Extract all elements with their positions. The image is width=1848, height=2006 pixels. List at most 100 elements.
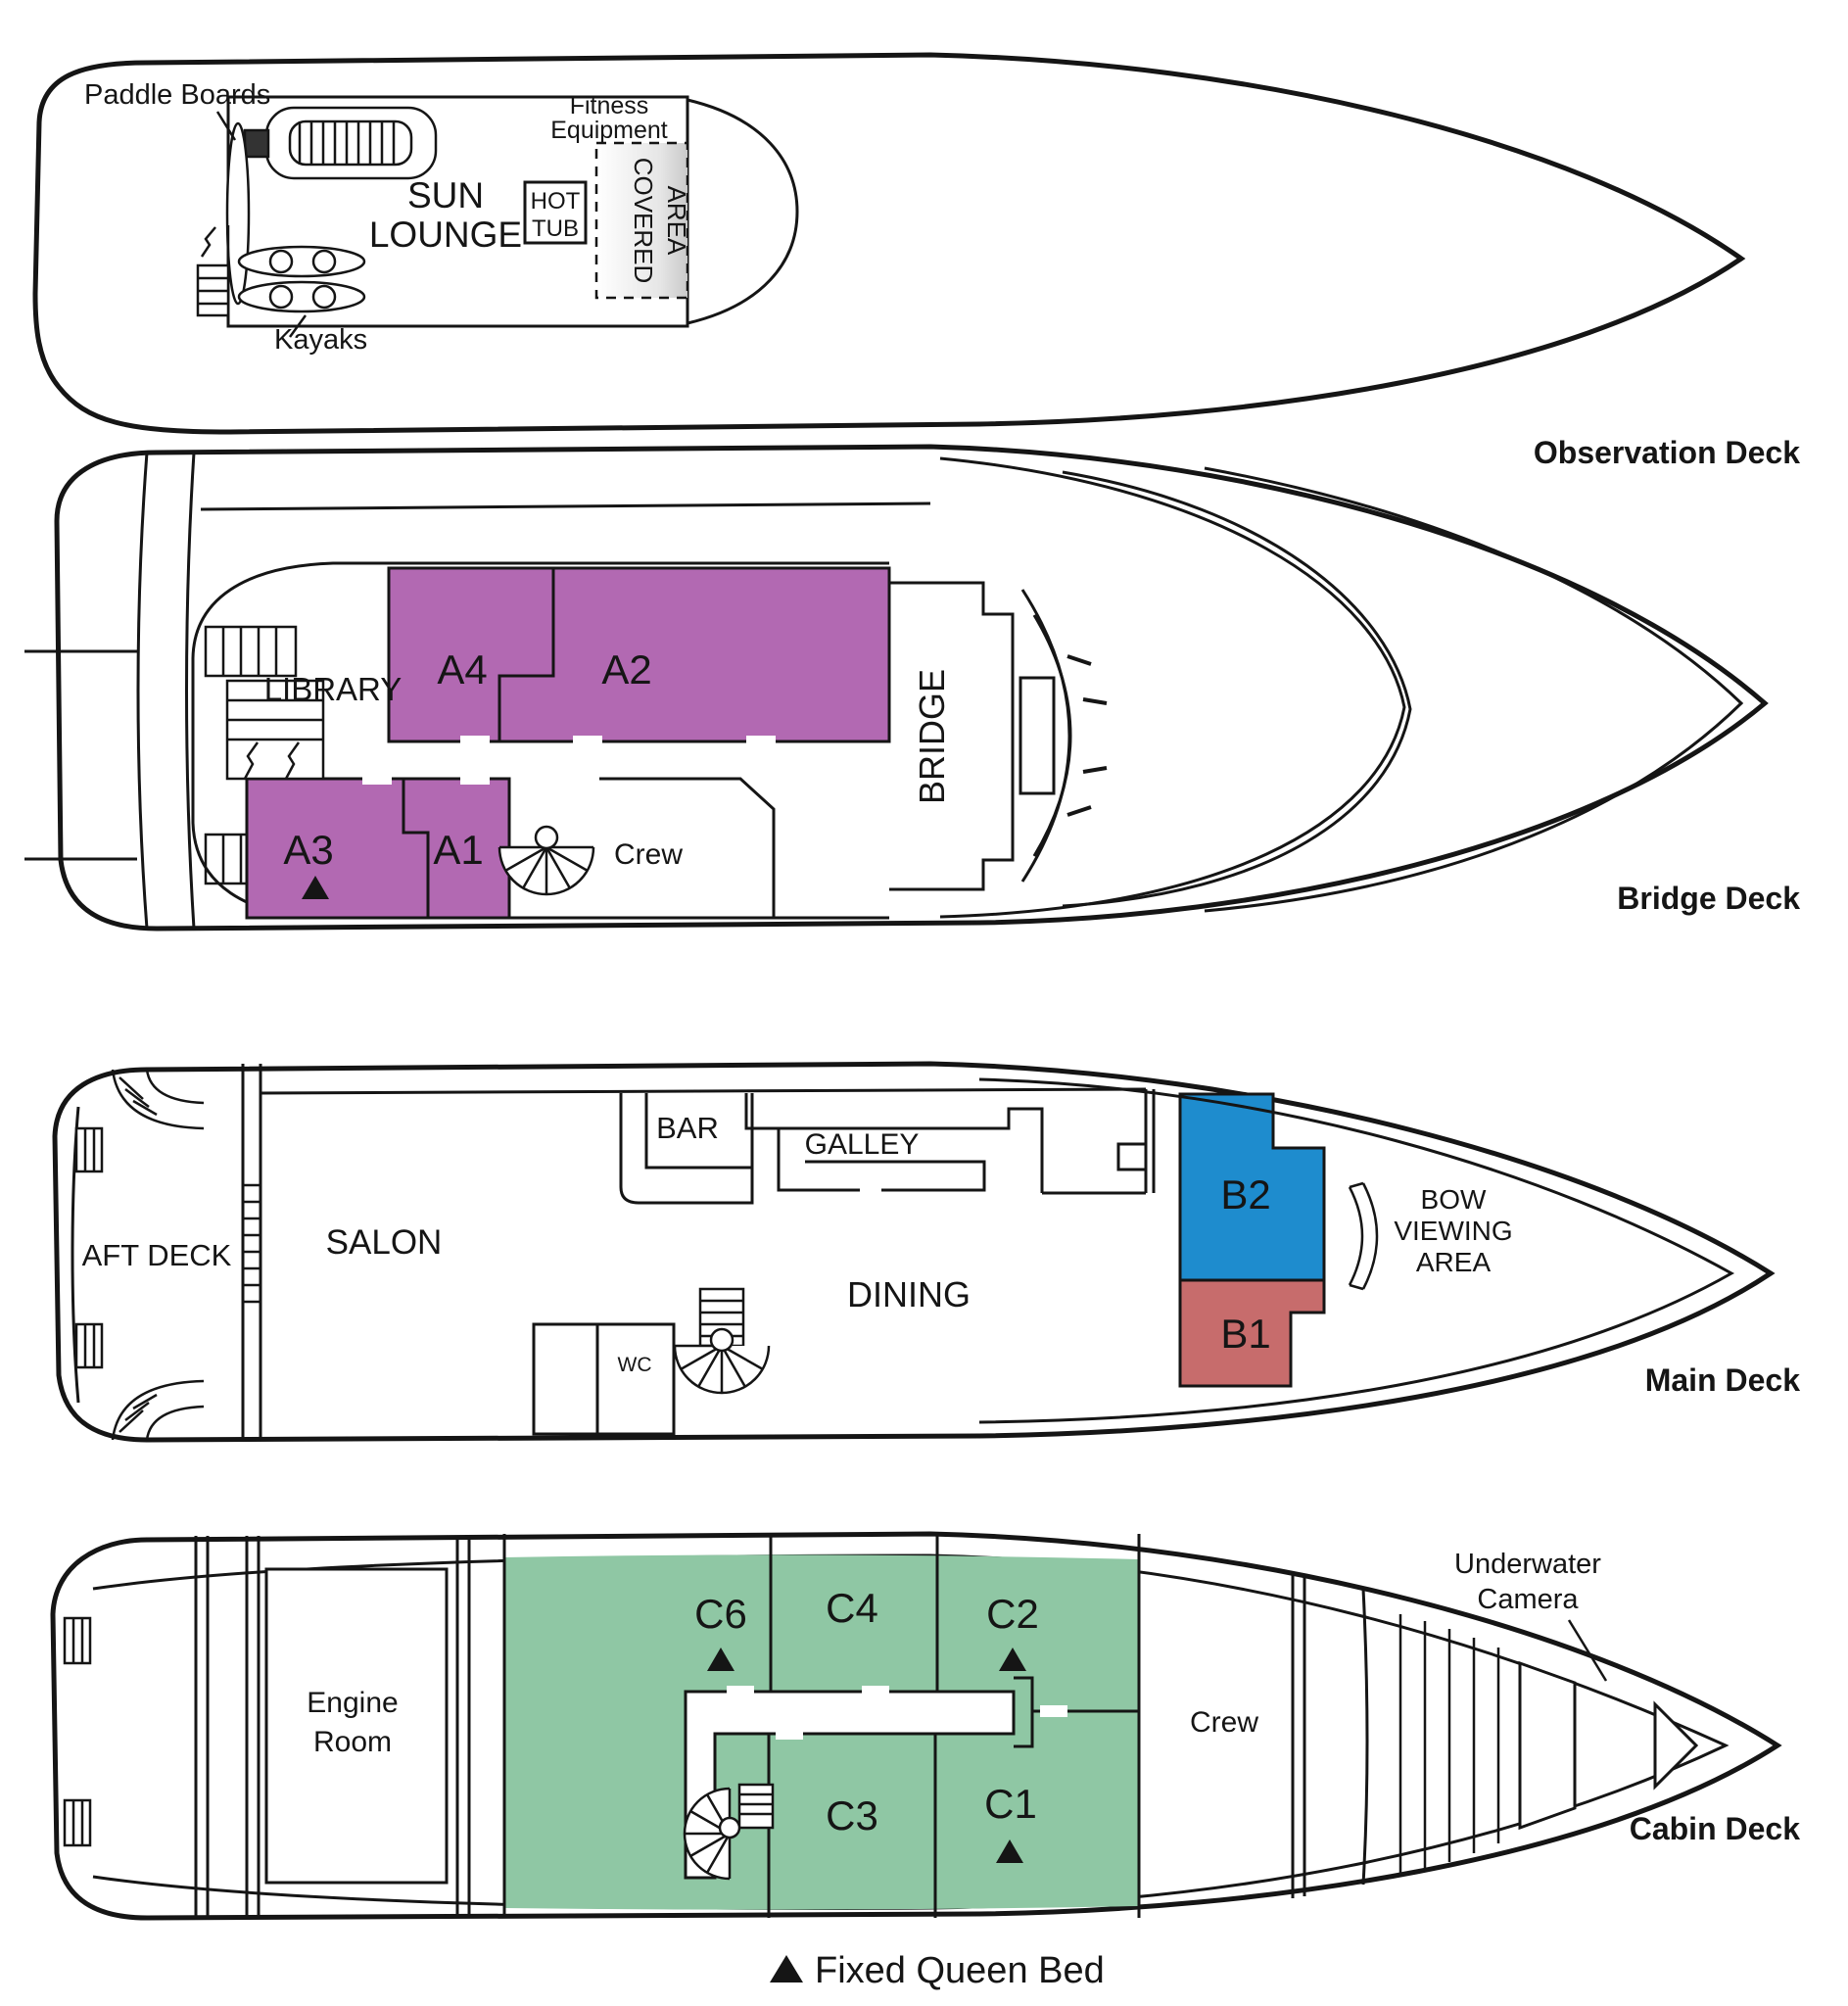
fixed-queen-bed-marker [996, 1839, 1023, 1863]
fixed-queen-bed-marker [302, 876, 329, 899]
stern-ladder-top-icon [204, 625, 298, 678]
legend-label: Fixed Queen Bed [815, 1950, 1105, 1991]
bow-viewing-label-3: AREA [1416, 1247, 1492, 1277]
corridor [684, 1690, 1016, 1880]
bulwark-line [200, 502, 931, 511]
galley-counters [744, 1089, 1156, 1195]
spiral-staircase-icon [498, 825, 595, 896]
engine-room-label-2: Room [313, 1726, 392, 1758]
bow-box [1518, 1660, 1577, 1831]
bridge-label: BRIDGE [912, 669, 952, 804]
fitness-label-1: Fitness [570, 92, 649, 119]
bridge-deck-name: Bridge Deck [1617, 881, 1800, 916]
kayaks-icon [237, 245, 366, 313]
cabin-b1-room [1178, 1278, 1326, 1388]
cabin-b1-label: B1 [1220, 1311, 1270, 1357]
cabin-c1-label: C1 [984, 1781, 1037, 1827]
stairs-icon [698, 1287, 745, 1348]
bow-hatch-band [1348, 1181, 1379, 1291]
main-deck: AFT DECK SALON BAR GALLEY DINING WC B2 B… [52, 1061, 1800, 1443]
cabin-a3-label: A3 [283, 827, 333, 873]
cabin-a1-room [402, 777, 511, 920]
fixed-queen-bed-marker [999, 1648, 1026, 1671]
library-label: LIBRARY [264, 671, 403, 707]
aft-bench-bottom [111, 1379, 205, 1441]
bridge-deck: LIBRARY A4 A2 A3 A1 Crew BRIDGE Bridge D… [24, 444, 1800, 931]
fwd-wall-curve [1361, 1588, 1369, 1886]
sun-lounge-label-2: LOUNGE [369, 215, 522, 255]
wc-label: WC [618, 1354, 652, 1376]
cabin-a2-label: A2 [601, 646, 651, 693]
sun-lounge-label-1: SUN [407, 175, 484, 215]
observation-deck-hull [32, 52, 1746, 435]
stern-ladder-bottom-icon [74, 1322, 104, 1369]
crew-label: Crew [614, 838, 683, 871]
fixed-queen-bed-marker [770, 1955, 803, 1982]
cabin-deck-name: Cabin Deck [1630, 1811, 1800, 1846]
fixed-queen-bed-markers [707, 1648, 1026, 1863]
cabin-c6-label: C6 [694, 1591, 747, 1637]
door-gaps [362, 736, 776, 785]
stairs-icon [243, 1183, 261, 1304]
bow-inner-line [1204, 466, 1744, 913]
crew-room-outline [599, 777, 776, 918]
door-gaps [727, 1686, 1067, 1740]
underwater-camera-label-2: Camera [1477, 1584, 1579, 1615]
observation-deck: HOT TUB Paddle Boards Kayaks Fitness Equ… [32, 52, 1800, 470]
cabin-c3-label: C3 [826, 1792, 878, 1839]
stern-ladder-top-icon [63, 1616, 92, 1665]
cabin-a3-room [245, 777, 430, 920]
stairs-icon [737, 1783, 775, 1830]
helm-console [1019, 676, 1056, 795]
bow-tip-triangle [1653, 1700, 1699, 1791]
wc-room [532, 1322, 676, 1436]
cabin-a4-label: A4 [437, 646, 487, 693]
hot-tub-label-2: TUB [532, 215, 579, 242]
foredeck-arc-inner [1062, 470, 1412, 908]
cabin-a1-label: A1 [433, 827, 483, 873]
fixed-queen-bed-marker [707, 1648, 734, 1671]
windshield-mullions [1066, 654, 1108, 817]
covered-area-label-2: AREA [662, 186, 691, 256]
bow-viewing-label-1: BOW [1421, 1184, 1487, 1215]
stern-ladder-bottom-icon [63, 1798, 92, 1847]
engine-room-label-1: Engine [307, 1687, 398, 1719]
paddle-boards-pointer [215, 111, 237, 141]
chain-locker-bars [1398, 1614, 1500, 1877]
kayaks-pointer [288, 314, 308, 338]
paddle-board-icon [225, 121, 251, 306]
stairs-icon [196, 225, 230, 317]
stern-platform-line-2 [185, 452, 196, 930]
bridge-deck-hull [54, 444, 1769, 931]
cabin-deck-hull [50, 1531, 1782, 1921]
paddle-boards-label: Paddle Boards [84, 79, 270, 111]
covered-area-label-1: COVERED [629, 158, 658, 284]
salon-label: SALON [326, 1223, 443, 1262]
galley-label: GALLEY [805, 1128, 920, 1161]
bridge-room-outline [889, 581, 1015, 891]
stern-platform-line-1 [136, 452, 149, 930]
spiral-staircase-icon [683, 1787, 741, 1881]
main-deck-hull [52, 1061, 1776, 1443]
outboard-motor-icon [243, 128, 270, 159]
bar-label: BAR [656, 1111, 719, 1145]
spiral-staircase-icon [673, 1327, 771, 1395]
covered-area [594, 141, 689, 300]
aft-bench-top [111, 1069, 205, 1130]
stairs-icon [225, 679, 325, 781]
windshield-inner-arc [1032, 614, 1072, 857]
engine-room [264, 1567, 449, 1885]
cabin-deck: Engine Room C6 C4 C2 C3 C1 Crew Underwat… [50, 1531, 1800, 1921]
stern-ladder-top-icon [74, 1126, 104, 1173]
crew-label: Crew [1190, 1706, 1258, 1739]
observation-deck-name: Observation Deck [1534, 435, 1800, 470]
hot-tub: HOT TUB [523, 180, 588, 245]
dinghy-icon [243, 106, 438, 180]
legend: Fixed Queen Bed [770, 1950, 1105, 1991]
cabin-c4-label: C4 [826, 1585, 878, 1631]
underwater-camera-pointer [1567, 1619, 1608, 1682]
aft-deck-label: AFT DECK [82, 1238, 232, 1272]
deckhouse-front-curve [687, 98, 799, 325]
hot-tub-label-1: HOT [531, 188, 581, 215]
